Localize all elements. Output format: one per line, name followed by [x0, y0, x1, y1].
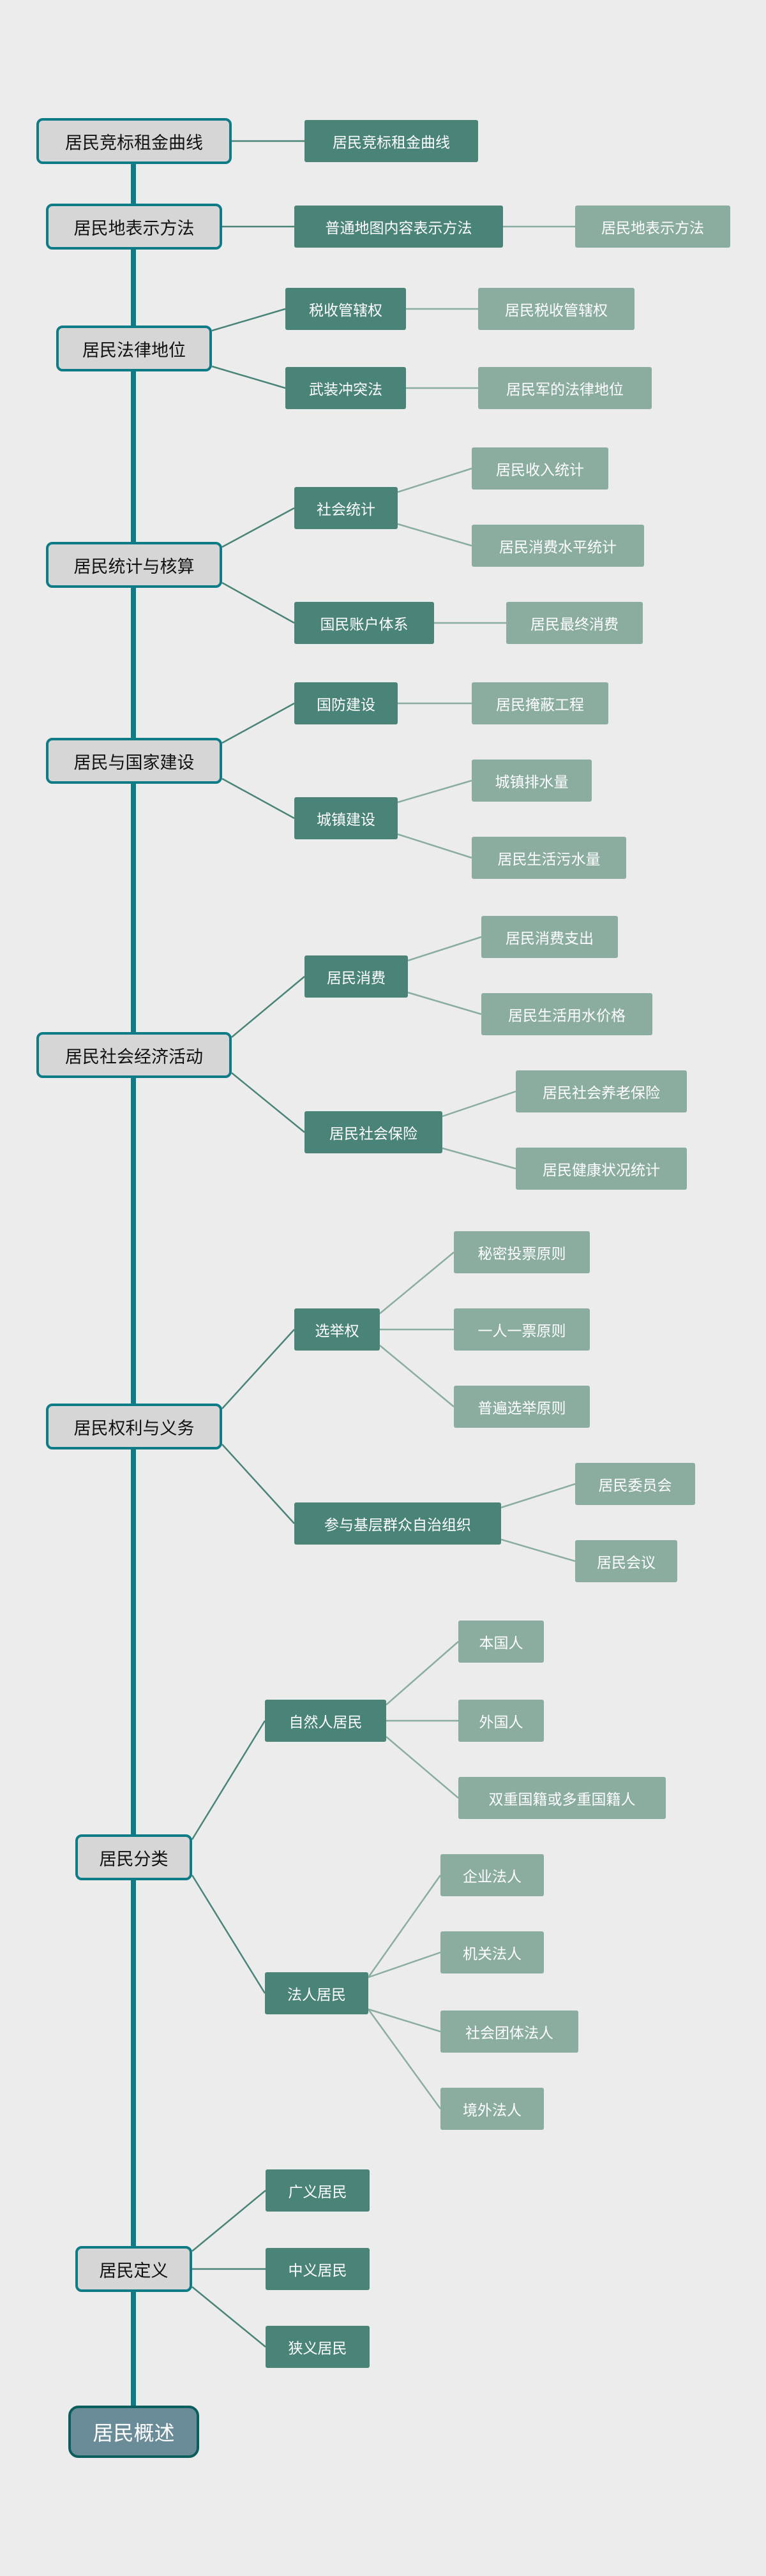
detail-node[interactable]: 居民生活污水量: [472, 837, 626, 879]
subtopic-node[interactable]: 国民账户体系: [294, 602, 434, 644]
detail-node[interactable]: 双重国籍或多重国籍人: [458, 1777, 666, 1819]
detail-node[interactable]: 居民会议: [575, 1540, 677, 1582]
connector-line: [397, 833, 472, 859]
connector-line: [231, 976, 305, 1038]
connector-line: [367, 1875, 442, 1978]
subtopic-node[interactable]: 狭义居民: [266, 2326, 370, 2368]
detail-node[interactable]: 企业法人: [440, 1854, 544, 1896]
subtopic-node[interactable]: 参与基层群众自治组织: [294, 1502, 501, 1545]
subtopic-node[interactable]: 自然人居民: [265, 1700, 386, 1742]
detail-node[interactable]: 居民消费水平统计: [472, 525, 644, 567]
connector-line: [368, 2008, 441, 2033]
connector-line: [500, 1538, 576, 1562]
main-topic-node[interactable]: 居民竞标租金曲线: [36, 118, 232, 164]
connector-line: [368, 1951, 441, 1979]
subtopic-node[interactable]: 广义居民: [266, 2169, 370, 2212]
subtopic-node[interactable]: 普通地图内容表示方法: [294, 206, 503, 248]
connector-line: [222, 581, 295, 624]
detail-node[interactable]: 社会团体法人: [440, 2011, 578, 2053]
subtopic-node[interactable]: 税收管辖权: [285, 288, 406, 330]
connector-line: [442, 1090, 516, 1118]
main-topic-node[interactable]: 居民地表示方法: [46, 204, 222, 250]
connector-line: [407, 991, 482, 1015]
detail-node[interactable]: 普遍选举原则: [454, 1386, 590, 1428]
main-topic-node[interactable]: 居民法律地位: [56, 326, 212, 371]
connector-line: [211, 308, 286, 332]
detail-node[interactable]: 居民委员会: [575, 1463, 695, 1505]
connector-line: [192, 2190, 266, 2252]
connector-line: [397, 779, 472, 804]
subtopic-node[interactable]: 社会统计: [294, 487, 398, 529]
connector-line: [192, 2286, 266, 2348]
subtopic-node[interactable]: 城镇建设: [294, 797, 398, 839]
connector-line: [191, 1720, 266, 1840]
main-topic-node[interactable]: 居民定义: [75, 2246, 192, 2292]
connector-line: [222, 777, 295, 820]
connector-line: [222, 1329, 295, 1409]
detail-node[interactable]: 境外法人: [440, 2088, 544, 2130]
detail-node[interactable]: 居民生活用水价格: [481, 993, 652, 1035]
connector-line: [222, 1444, 295, 1524]
detail-node[interactable]: 居民消费支出: [481, 916, 618, 958]
main-topic-node[interactable]: 居民社会经济活动: [36, 1032, 232, 1078]
connector-line: [397, 523, 472, 547]
connector-line: [407, 936, 482, 962]
subtopic-node[interactable]: 居民消费: [304, 955, 408, 998]
detail-node[interactable]: 居民税收管辖权: [478, 288, 635, 330]
subtopic-node[interactable]: 中义居民: [266, 2248, 370, 2290]
connector-line: [379, 1345, 454, 1407]
connector-line: [386, 1641, 459, 1705]
subtopic-node[interactable]: 法人居民: [265, 1972, 368, 2014]
connector-line: [211, 365, 286, 389]
detail-node[interactable]: 城镇排水量: [472, 760, 592, 802]
connector-line: [397, 467, 472, 493]
connector-line: [231, 1072, 305, 1133]
detail-node[interactable]: 居民社会养老保险: [516, 1070, 687, 1112]
subtopic-node[interactable]: 居民社会保险: [304, 1111, 442, 1153]
connector-line: [367, 2009, 442, 2109]
connector-line: [442, 1147, 516, 1170]
main-topic-node[interactable]: 居民权利与义务: [46, 1404, 222, 1449]
main-topic-node[interactable]: 居民与国家建设: [46, 738, 222, 784]
root-node[interactable]: 居民概述: [68, 2406, 199, 2458]
detail-node[interactable]: 居民最终消费: [506, 602, 643, 644]
connector-line: [386, 1736, 459, 1799]
detail-node[interactable]: 一人一票原则: [454, 1308, 590, 1351]
detail-node[interactable]: 居民收入统计: [472, 447, 608, 490]
detail-node[interactable]: 外国人: [458, 1700, 544, 1742]
detail-node[interactable]: 机关法人: [440, 1931, 544, 1973]
connector-line: [500, 1483, 576, 1509]
subtopic-node[interactable]: 居民竞标租金曲线: [304, 120, 478, 162]
detail-node[interactable]: 居民军的法律地位: [478, 367, 652, 409]
detail-node[interactable]: 秘密投票原则: [454, 1231, 590, 1273]
main-topic-node[interactable]: 居民统计与核算: [46, 542, 222, 588]
connector-line: [379, 1252, 454, 1314]
subtopic-node[interactable]: 武装冲突法: [285, 367, 406, 409]
connector-line: [222, 702, 295, 744]
connector-line: [191, 1875, 266, 1994]
detail-node[interactable]: 居民健康状况统计: [516, 1148, 687, 1190]
subtopic-node[interactable]: 国防建设: [294, 682, 398, 724]
subtopic-node[interactable]: 选举权: [294, 1308, 380, 1351]
detail-node[interactable]: 居民掩蔽工程: [472, 682, 608, 724]
main-topic-node[interactable]: 居民分类: [75, 1834, 192, 1880]
detail-node[interactable]: 居民地表示方法: [575, 206, 730, 248]
detail-node[interactable]: 本国人: [458, 1621, 544, 1663]
connector-line: [222, 507, 295, 548]
